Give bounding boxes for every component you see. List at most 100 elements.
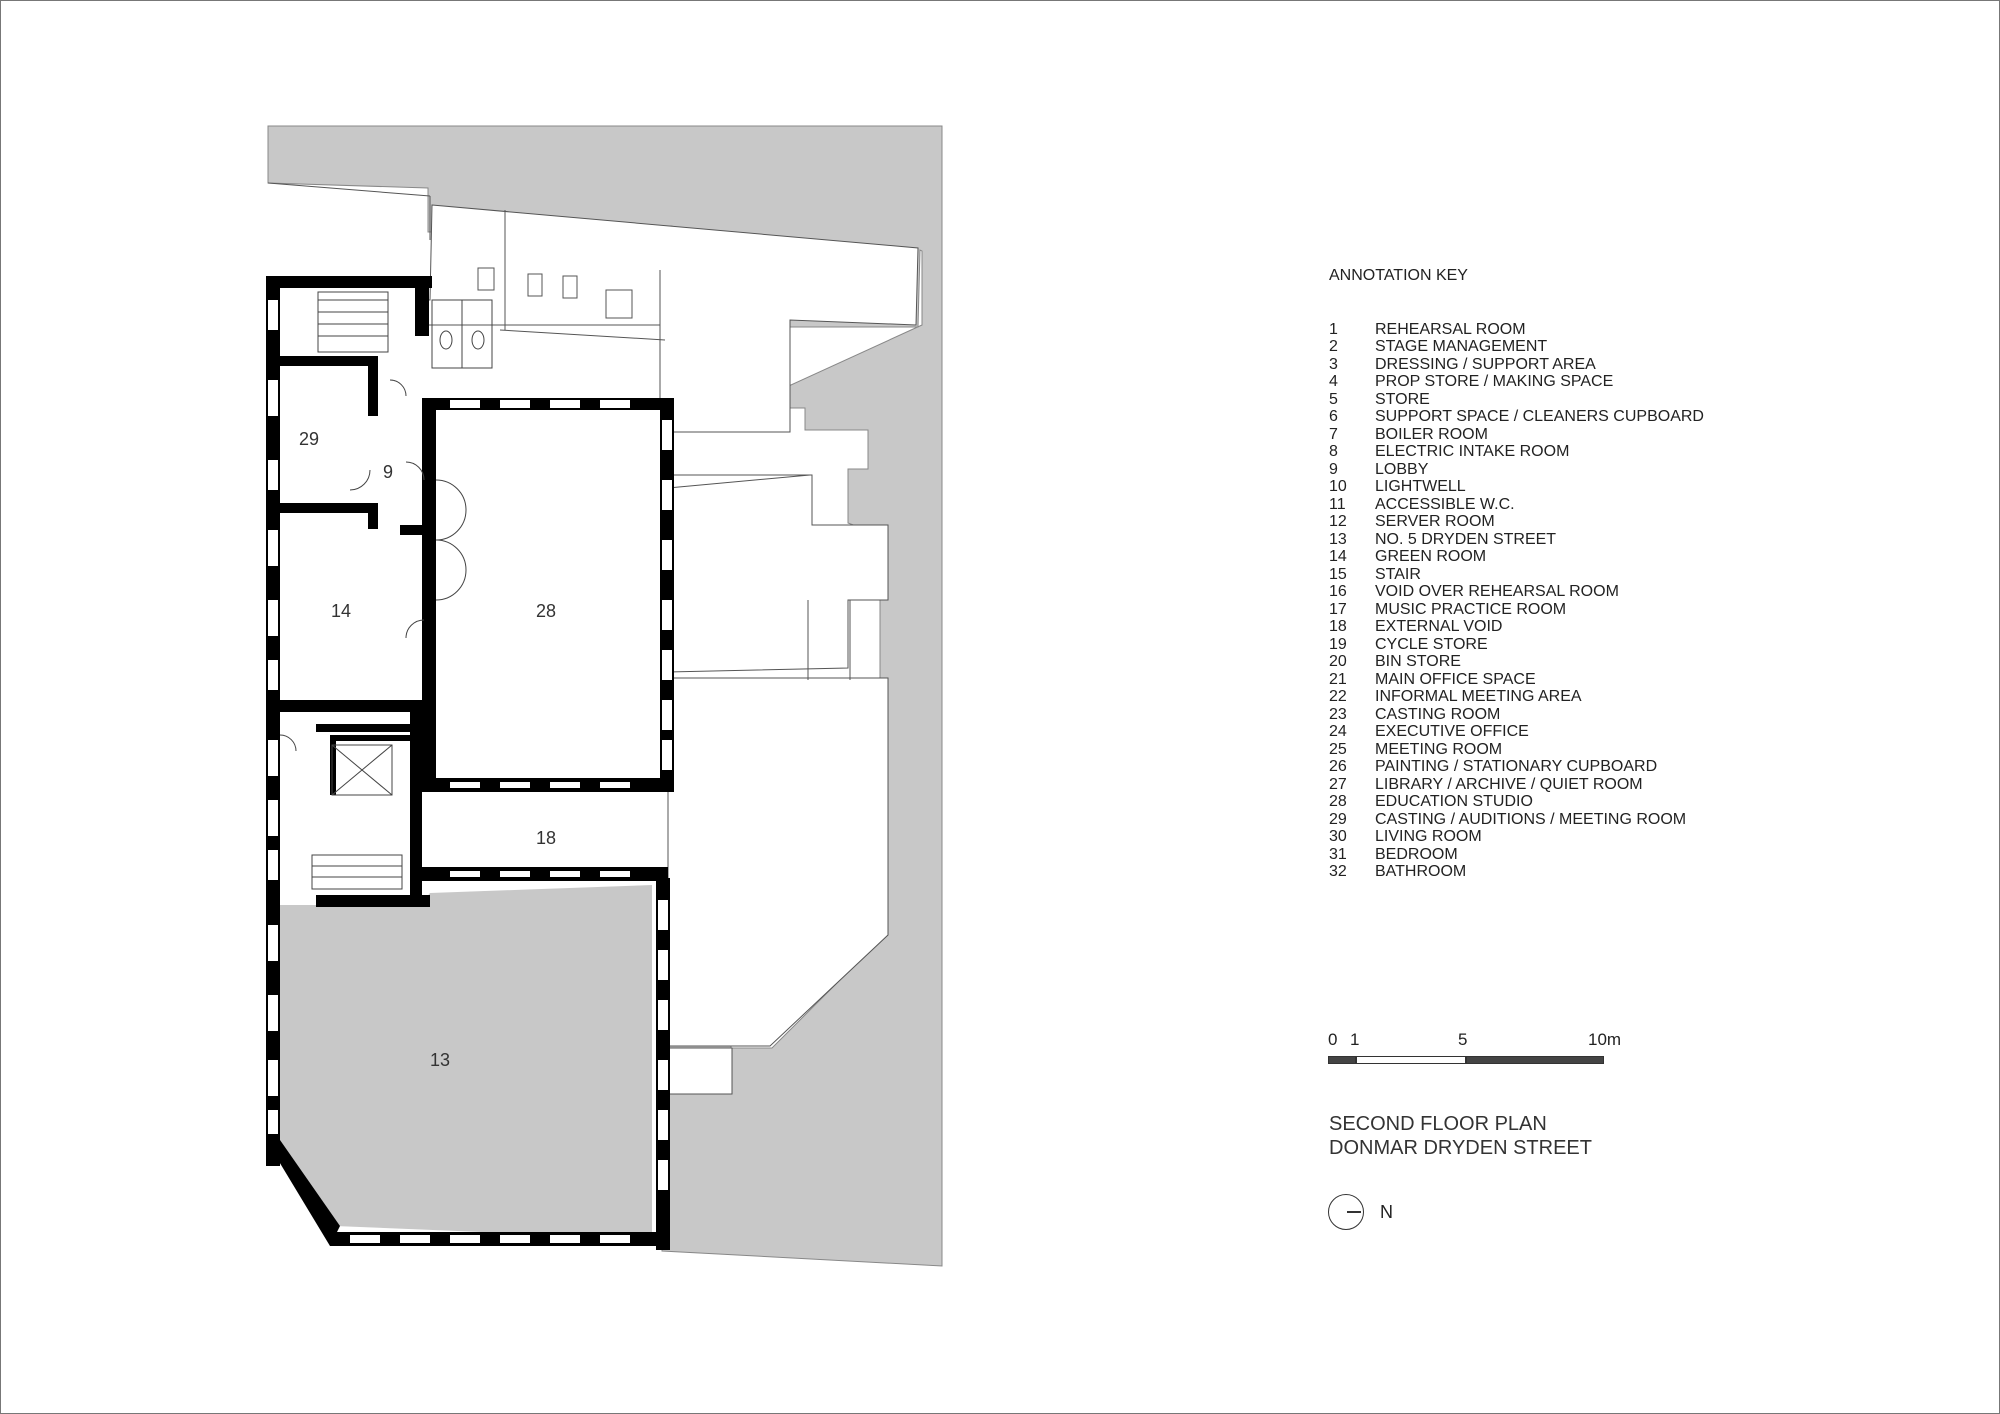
- scale-segment-0-1: [1328, 1056, 1356, 1064]
- annotation-key-item: 28 EDUCATION STUDIO: [1329, 793, 1704, 811]
- annotation-key-label: EDUCATION STUDIO: [1375, 793, 1533, 810]
- annotation-key-label: NO. 5 DRYDEN STREET: [1375, 530, 1557, 548]
- room-label-14: 14: [331, 601, 351, 621]
- annotation-key-label: LOBBY: [1375, 460, 1429, 478]
- annotation-key-number: 13: [1329, 530, 1347, 548]
- annotation-key-label: CASTING / AUDITIONS / MEETING ROOM: [1375, 810, 1687, 828]
- annotation-key-number: 9: [1329, 460, 1338, 478]
- annotation-key-list: 1 REHEARSAL ROOM 2 STAGE MANAGEMENT 3 DRESSIN…: [1329, 321, 1704, 881]
- scale-bar: 0 1 5 10m: [1328, 1030, 1628, 1070]
- annotation-key-label: MAIN OFFICE SPACE: [1375, 670, 1536, 688]
- annotation-key-number: 20: [1329, 653, 1347, 670]
- room-label-9: 9: [383, 462, 393, 482]
- annotation-key-number: 28: [1329, 793, 1347, 810]
- annotation-key-item: 8 ELECTRIC INTAKE ROOM: [1329, 443, 1704, 461]
- door-swings: [279, 379, 467, 752]
- annotation-key-item: 10 LIGHTWELL: [1329, 478, 1704, 496]
- annotation-key-number: 14: [1329, 548, 1347, 565]
- annotation-key-label: PROP STORE / MAKING SPACE: [1375, 373, 1614, 390]
- annotation-key-title: ANNOTATION KEY: [1329, 267, 1468, 284]
- annotation-key-item: 14 GREEN ROOM: [1329, 548, 1704, 566]
- annotation-key-label: ACCESSIBLE W.C.: [1375, 495, 1515, 513]
- annotation-key-label: ELECTRIC INTAKE ROOM: [1375, 443, 1570, 460]
- annotation-key-item: 11 ACCESSIBLE W.C.: [1329, 496, 1704, 514]
- annotation-key-item: 3 DRESSING / SUPPORT AREA: [1329, 356, 1704, 374]
- courtyard-areas: [423, 204, 919, 1095]
- annotation-key-item: 13 NO. 5 DRYDEN STREET: [1329, 531, 1704, 549]
- annotation-key-item: 12 SERVER ROOM: [1329, 513, 1704, 531]
- interior-lines: [267, 182, 851, 680]
- annotation-key-label: MUSIC PRACTICE ROOM: [1375, 600, 1567, 618]
- annotation-key-item: 29 CASTING / AUDITIONS / MEETING ROOM: [1329, 811, 1704, 829]
- wc-fixtures: [431, 299, 493, 369]
- annotation-key-item: 27 LIBRARY / ARCHIVE / QUIET ROOM: [1329, 776, 1704, 794]
- annotation-key-number: 10: [1329, 478, 1347, 495]
- annotation-key-label: LIBRARY / ARCHIVE / QUIET ROOM: [1375, 775, 1643, 793]
- annotation-key-item: 31 BEDROOM: [1329, 846, 1704, 864]
- window-openings: [268, 300, 672, 1243]
- annotation-key-label: CYCLE STORE: [1375, 635, 1488, 653]
- annotation-key-number: 2: [1329, 338, 1338, 355]
- annotation-key-number: 25: [1329, 740, 1347, 758]
- annotation-key-label: DRESSING / SUPPORT AREA: [1375, 355, 1596, 373]
- annotation-key-number: 1: [1329, 320, 1338, 338]
- annotation-key-item: 1 REHEARSAL ROOM: [1329, 321, 1704, 339]
- annotation-key-item: 9 LOBBY: [1329, 461, 1704, 479]
- annotation-key-number: 16: [1329, 583, 1347, 600]
- annotation-key-number: 3: [1329, 355, 1338, 373]
- scale-label-10: 10m: [1588, 1030, 1622, 1049]
- room-label-29: 29: [299, 429, 319, 449]
- north-label: N: [1380, 1202, 1393, 1222]
- scale-label-0: 0: [1328, 1030, 1338, 1049]
- annotation-key-number: 23: [1329, 705, 1347, 723]
- annotation-key-label: STORE: [1375, 390, 1430, 408]
- annotation-key-number: 31: [1329, 845, 1347, 863]
- annotation-key-item: 22 INFORMAL MEETING AREA: [1329, 688, 1704, 706]
- drawing-title-line1: SECOND FLOOR PLAN: [1329, 1113, 1547, 1135]
- annotation-key-label: BATHROOM: [1375, 863, 1467, 880]
- annotation-key-label: INFORMAL MEETING AREA: [1375, 688, 1582, 705]
- annotation-key-item: 17 MUSIC PRACTICE ROOM: [1329, 601, 1704, 619]
- annotation-key-number: 12: [1329, 513, 1347, 530]
- annotation-key-label: GREEN ROOM: [1375, 548, 1487, 565]
- annotation-key-label: BEDROOM: [1375, 845, 1458, 863]
- annotation-key-number: 27: [1329, 775, 1347, 793]
- annotation-key-number: 8: [1329, 443, 1338, 460]
- annotation-key-item: 6 SUPPORT SPACE / CLEANERS CUPBOARD: [1329, 408, 1704, 426]
- annotation-key-label: STAGE MANAGEMENT: [1375, 338, 1548, 355]
- scale-label-5: 5: [1458, 1030, 1468, 1049]
- annotation-key-number: 15: [1329, 565, 1347, 583]
- annotation-key: ANNOTATION KEY 1 REHEARSAL ROOM 2 STAGE MAN…: [1329, 267, 1704, 881]
- annotation-key-number: 22: [1329, 688, 1347, 705]
- north-arrow-pointer: [1347, 1211, 1361, 1213]
- room-label-28: 28: [536, 601, 556, 621]
- annotation-key-number: 6: [1329, 408, 1338, 425]
- annotation-key-item: 15 STAIR: [1329, 566, 1704, 584]
- annotation-key-label: SUPPORT SPACE / CLEANERS CUPBOARD: [1375, 408, 1704, 425]
- drawing-title: SECOND FLOOR PLAN DONMAR DRYDEN STREET: [1329, 1112, 1592, 1160]
- annotation-key-label: STAIR: [1375, 565, 1421, 583]
- north-arrow: N: [1328, 1194, 1448, 1234]
- annotation-key-label: SERVER ROOM: [1375, 513, 1495, 530]
- annotation-key-number: 11: [1329, 495, 1346, 513]
- north-arrow-icon: [1328, 1194, 1364, 1230]
- annotation-key-label: BIN STORE: [1375, 653, 1461, 670]
- annotation-key-label: REHEARSAL ROOM: [1375, 320, 1526, 338]
- annotation-key-label: MEETING ROOM: [1375, 740, 1503, 758]
- room-label-13: 13: [430, 1050, 450, 1070]
- annotation-key-label: LIVING ROOM: [1375, 828, 1482, 845]
- annotation-key-label: VOID OVER REHEARSAL ROOM: [1375, 583, 1619, 600]
- annotation-key-number: 7: [1329, 425, 1338, 443]
- annotation-key-item: 5 STORE: [1329, 391, 1704, 409]
- annotation-key-number: 29: [1329, 810, 1347, 828]
- annotation-key-label: LIGHTWELL: [1375, 478, 1466, 495]
- annotation-key-number: 5: [1329, 390, 1338, 408]
- stairs: [311, 291, 403, 890]
- annotation-key-number: 17: [1329, 600, 1347, 618]
